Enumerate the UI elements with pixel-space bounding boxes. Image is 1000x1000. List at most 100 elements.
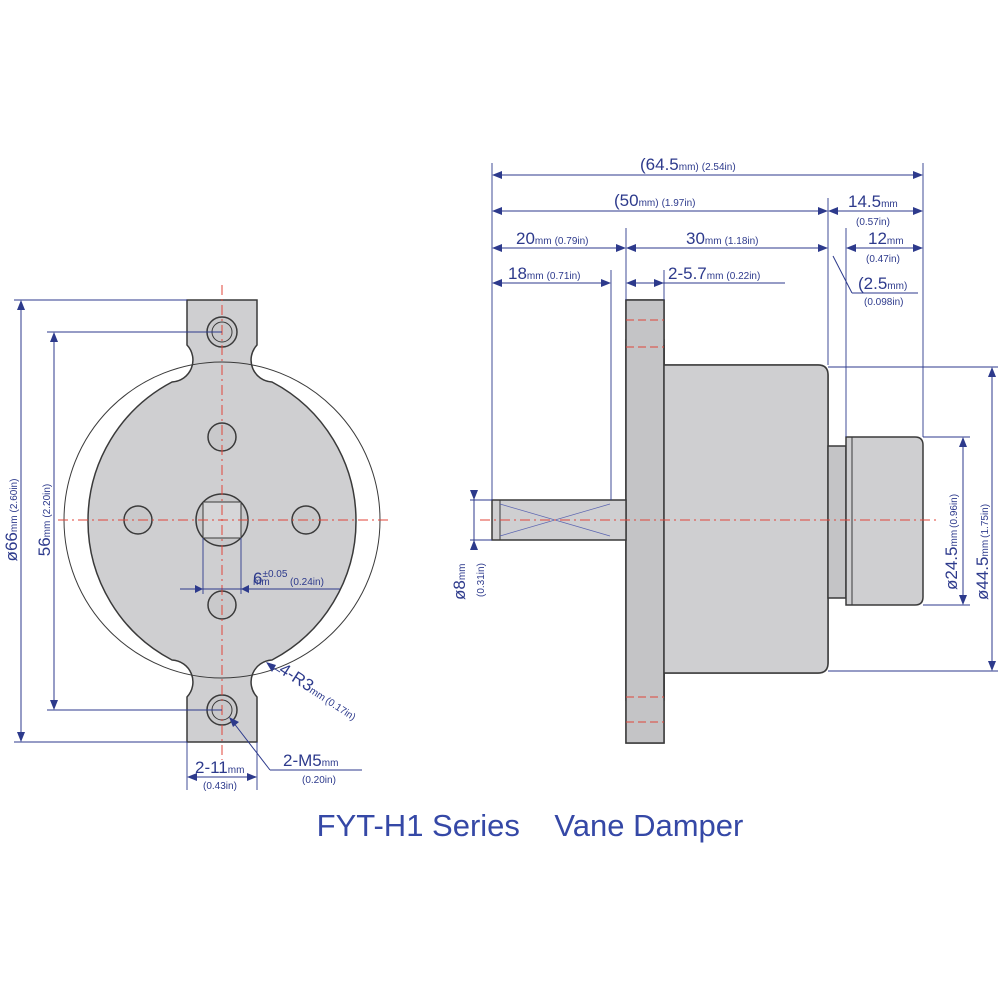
- dim11-unit: mm: [228, 765, 245, 776]
- side-cap: [845, 436, 924, 606]
- dim145-imperial: (0.57in): [856, 217, 890, 228]
- dim6-arrow-right: [241, 585, 249, 593]
- svg-text:14.5mm: 14.5mm: [848, 192, 898, 211]
- dia8-value: ø8: [450, 580, 469, 600]
- dim645-unit: mm): [679, 162, 699, 173]
- m5-unit: mm: [322, 758, 339, 769]
- dim50-unit: mm): [639, 198, 659, 209]
- dia245-arrow-bottom: [959, 595, 967, 605]
- dim11-value: 2-11: [195, 758, 228, 777]
- dia66-unit: mm: [9, 515, 20, 532]
- dim6-value: 6: [253, 569, 262, 588]
- dia66-arrow-bottom: [17, 732, 25, 742]
- dia445-value: ø44.5: [973, 557, 992, 600]
- svg-text:(50mm)(1.97in): (50mm)(1.97in): [614, 191, 695, 210]
- svg-text:30mm(1.18in): 30mm(1.18in): [686, 229, 759, 248]
- dia66-arrow-top: [17, 300, 25, 310]
- side-body-step: [663, 345, 829, 697]
- dim11-imperial: (0.43in): [203, 781, 237, 792]
- dim20-arrow-right: [616, 244, 626, 252]
- dim57-unit: mm: [707, 271, 724, 282]
- dim18-unit: mm: [527, 271, 544, 282]
- dim50-value: (50: [614, 191, 639, 210]
- dia66-value: ø66: [2, 532, 21, 561]
- dim30-arrow-left: [626, 244, 636, 252]
- dim20-unit: mm: [535, 236, 552, 247]
- dim645-arrow-left: [492, 171, 502, 179]
- dim56-imperial: (2.20in): [42, 484, 53, 518]
- dim20-arrow-left: [492, 244, 502, 252]
- dia8-imperial: (0.31in): [476, 563, 487, 597]
- dim25-unit: mm): [887, 281, 907, 292]
- dim6-arrow-left: [195, 585, 203, 593]
- side-flange-front: [625, 299, 665, 744]
- svg-text:20mm(0.79in): 20mm(0.79in): [516, 229, 589, 248]
- svg-text:2-M5mm: 2-M5mm: [283, 751, 338, 770]
- svg-text:12mm: 12mm: [868, 229, 904, 248]
- svg-text:ø24.5mm(0.96in): ø24.5mm (0.96in): [942, 494, 961, 590]
- dim56-value: 56: [35, 537, 54, 556]
- dia8-unit: mm: [457, 563, 468, 580]
- svg-text:ø8mm: ø8mm: [450, 563, 469, 600]
- dim18-imperial: (0.71in): [547, 271, 581, 282]
- dim645-imperial: (2.54in): [702, 162, 736, 173]
- dim645-value: (64.5: [640, 155, 679, 174]
- m5-arrow: [229, 717, 239, 727]
- dim57-arrow-left: [626, 279, 636, 287]
- dim145-value: 14.5: [848, 192, 881, 211]
- dia445-arrow-top: [988, 367, 996, 377]
- dim56-arrow-bottom: [50, 700, 58, 710]
- dim12-arrow-left: [846, 244, 856, 252]
- dim11-arrow-right: [247, 773, 257, 781]
- m5-value: 2-M5: [283, 751, 322, 770]
- side-view: (64.5mm)(2.54in) (50mm)(1.97in) 14.5mm (…: [450, 155, 998, 744]
- dim12-arrow-right: [913, 244, 923, 252]
- dim30-imperial: (1.18in): [725, 236, 759, 247]
- svg-text:4-R3mm(0.17in): 4-R3mm(0.17in): [276, 659, 361, 724]
- dim145-arrow-left: [828, 207, 838, 215]
- dia66-imperial: (2.60in): [9, 479, 20, 513]
- dim20-imperial: (0.79in): [555, 236, 589, 247]
- svg-text:ø44.5mm(1.75in): ø44.5mm (1.75in): [973, 504, 992, 600]
- svg-text:56mm(2.20in): 56mm (2.20in): [35, 484, 54, 557]
- dim145-arrow-right: [913, 207, 923, 215]
- dim6-imperial: (0.24in): [290, 577, 324, 588]
- dia445-unit: mm: [980, 540, 991, 557]
- dia8-arrow-top: [470, 490, 478, 500]
- front-view: ø66mm(2.60in) 56mm(2.20in) 6±0.05 mm (0.…: [2, 285, 390, 792]
- dia8-arrow-bottom: [470, 540, 478, 550]
- dim25-value: (2.5: [858, 274, 887, 293]
- dia245-arrow-top: [959, 437, 967, 447]
- dim57-imperial: (0.22in): [726, 271, 760, 282]
- dim12-value: 12: [868, 229, 887, 248]
- dim56-unit: mm: [42, 521, 53, 538]
- svg-text:2-11mm: 2-11mm: [195, 758, 244, 777]
- dim30-unit: mm: [705, 236, 722, 247]
- dia245-unit: mm: [949, 530, 960, 547]
- dim50-arrow-right: [818, 207, 828, 215]
- svg-text:6±0.05: 6±0.05: [253, 569, 288, 588]
- dim57-value: 2-5.7: [668, 264, 707, 283]
- svg-text:(64.5mm)(2.54in): (64.5mm)(2.54in): [640, 155, 736, 174]
- m5-leader: [232, 721, 271, 771]
- dim11-arrow-left: [187, 773, 197, 781]
- dim30-value: 30: [686, 229, 705, 248]
- dim6-unit: mm: [253, 577, 270, 588]
- dim50-arrow-left: [492, 207, 502, 215]
- dia445-imperial: (1.75in): [980, 504, 991, 538]
- dim6-tolerance: ±0.05: [262, 569, 287, 580]
- dim12-imperial: (0.47in): [866, 254, 900, 265]
- svg-text:(2.5mm): (2.5mm): [858, 274, 907, 293]
- dim145-unit: mm: [881, 199, 898, 210]
- side-step-ring: [827, 445, 847, 599]
- dim18-value: 18: [508, 264, 527, 283]
- svg-text:2-5.7mm(0.22in): 2-5.7mm(0.22in): [668, 264, 760, 283]
- dim645-arrow-right: [913, 171, 923, 179]
- r3-arrow: [266, 662, 276, 672]
- dim20-value: 20: [516, 229, 535, 248]
- dim56-arrow-top: [50, 332, 58, 342]
- dia245-value: ø24.5: [942, 547, 961, 590]
- svg-text:18mm(0.71in): 18mm(0.71in): [508, 264, 581, 283]
- dia245-imperial: (0.96in): [949, 494, 960, 528]
